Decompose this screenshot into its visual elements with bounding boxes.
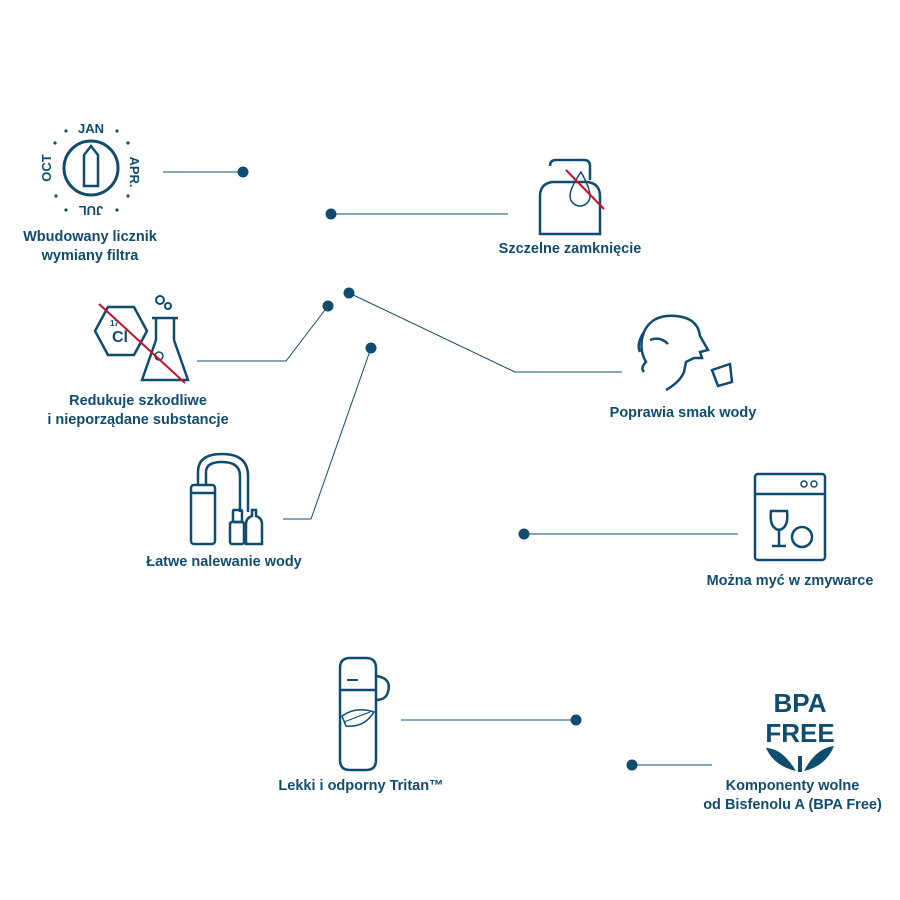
feature-label-line: Redukuje szkodliwe bbox=[69, 393, 207, 409]
connector-dot bbox=[237, 166, 249, 178]
feature-label-line: Poprawia smak wody bbox=[609, 405, 757, 421]
connector-dot bbox=[570, 714, 582, 726]
connector-dot bbox=[365, 342, 377, 354]
connector-improves-taste bbox=[348, 292, 622, 373]
tap-bottle-icon bbox=[189, 452, 264, 546]
feature-label-improves-taste: Poprawia smak wody bbox=[583, 404, 783, 423]
feature-label-line: wymiany filtra bbox=[41, 248, 139, 264]
bpa-badge-line2: FREE bbox=[765, 718, 834, 748]
bottle-feather-icon bbox=[338, 656, 390, 772]
feature-label-dishwasher-safe: Można myć w zmywarce bbox=[680, 572, 900, 591]
filter-dial-icon: JAN APR. JUL OCT bbox=[39, 121, 142, 218]
feature-label-line: i nieporządane substancje bbox=[47, 412, 229, 428]
feature-label-line: Lekki i odporny Tritan™ bbox=[278, 778, 444, 794]
feature-label-airtight-seal: Szczelne zamknięcie bbox=[470, 240, 670, 259]
connector-dot bbox=[626, 759, 638, 771]
connector-dot bbox=[343, 287, 355, 299]
connector-reduces-substances bbox=[197, 305, 329, 362]
connector-easy-filling bbox=[283, 347, 372, 520]
feature-label-line: Szczelne zamknięcie bbox=[498, 241, 642, 257]
feature-label-filter-counter: Wbudowany licznik wymiany filtra bbox=[10, 228, 170, 266]
feature-label-bpa-free: Komponenty wolne od Bisfenolu A (BPA Fre… bbox=[685, 777, 900, 815]
feature-label-line: Można myć w zmywarce bbox=[706, 573, 874, 589]
person-drinking-icon bbox=[637, 314, 734, 392]
chlorine-symbol: Cl bbox=[112, 329, 128, 346]
dial-label-left: OCT bbox=[39, 154, 54, 182]
dial-label-bottom: JUL bbox=[79, 203, 104, 218]
dial-label-right: APR. bbox=[127, 156, 142, 187]
feature-label-line: od Bisfenolu A (BPA Free) bbox=[703, 797, 882, 813]
dishwasher-icon bbox=[753, 472, 827, 562]
feature-label-easy-filling: Łatwe nalewanie wody bbox=[124, 553, 324, 572]
dial-label-top: JAN bbox=[78, 121, 104, 136]
feature-label-line: Wbudowany licznik bbox=[23, 229, 157, 245]
feature-label-line: Komponenty wolne bbox=[725, 778, 860, 794]
chlorine-number: 17 bbox=[110, 319, 119, 328]
bpa-free-icon bbox=[766, 746, 834, 772]
connector-dot bbox=[322, 300, 334, 312]
chlorine-flask-crossed-icon: 17 Cl bbox=[93, 295, 190, 384]
bpa-badge-line1: BPA bbox=[774, 688, 827, 718]
connector-dot bbox=[518, 528, 530, 540]
feature-label-line: Łatwe nalewanie wody bbox=[146, 554, 302, 570]
cap-no-drip-icon bbox=[538, 158, 605, 236]
connector-dot bbox=[325, 208, 337, 220]
feature-label-reduces-substances: Redukuje szkodliwe i nieporządane substa… bbox=[28, 392, 248, 430]
feature-label-tritan: Lekki i odporny Tritan™ bbox=[251, 777, 471, 796]
